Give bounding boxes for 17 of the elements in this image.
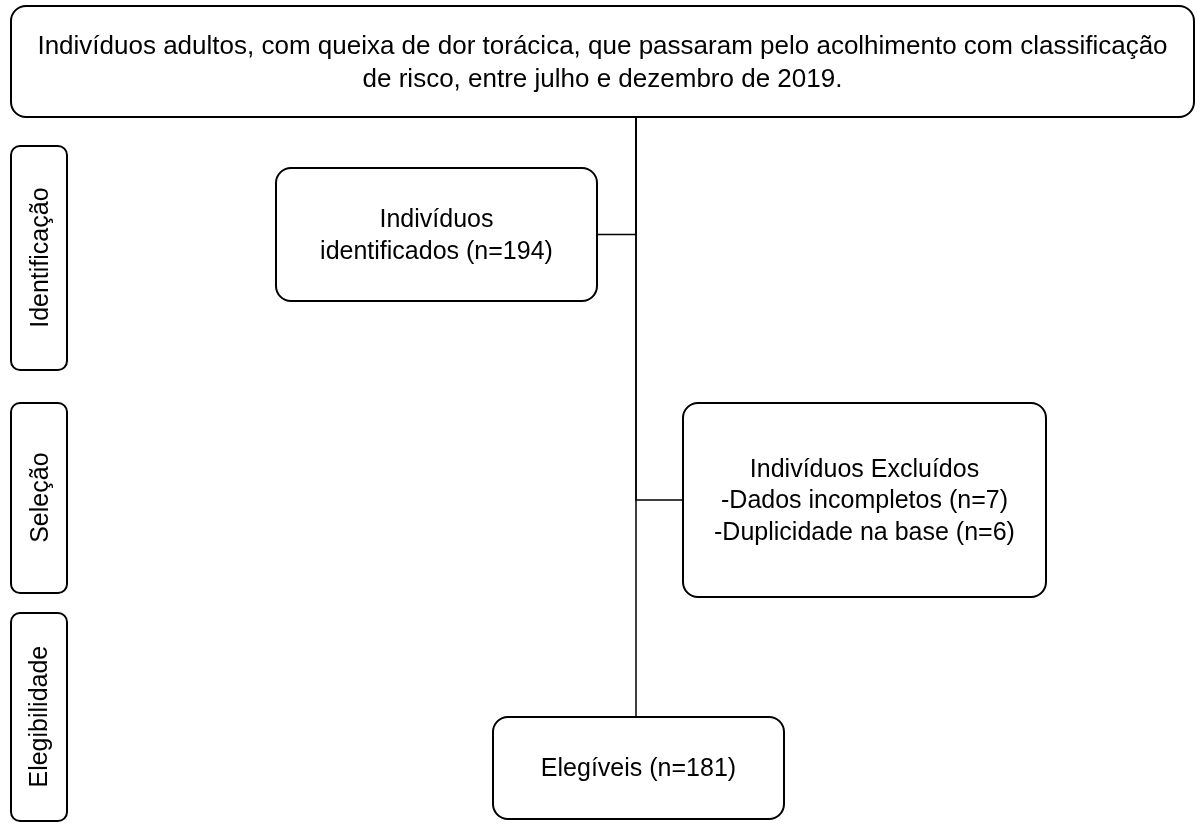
phase-label-box (10, 145, 68, 371)
phase-label: Identificação (23, 187, 54, 329)
phase-label: Seleção (23, 452, 54, 544)
process-box (492, 716, 785, 820)
box-text: Elegíveis (n=181) (540, 752, 737, 784)
list-item: -Duplicidade na base (n=6) (714, 515, 1015, 547)
phase-label-box (10, 612, 68, 822)
list-item: -Dados incompletos (n=7) (721, 484, 1008, 516)
box-text: Indivíduos identificados (n=194) (319, 203, 554, 266)
phase-label-box (10, 402, 68, 594)
process-box (275, 167, 598, 302)
process-box (682, 402, 1047, 598)
process-box (10, 5, 1195, 118)
phase-label: Elegibilidade (23, 646, 54, 788)
box-text: Indivíduos adultos, com queixa de dor torácica, que passaram pelo acolhimento com classificação de risco, entre julho e dezembro de 2019. (36, 29, 1169, 94)
box-text: Indivíduos Excluídos (749, 453, 980, 485)
connector-line (635, 117, 637, 717)
